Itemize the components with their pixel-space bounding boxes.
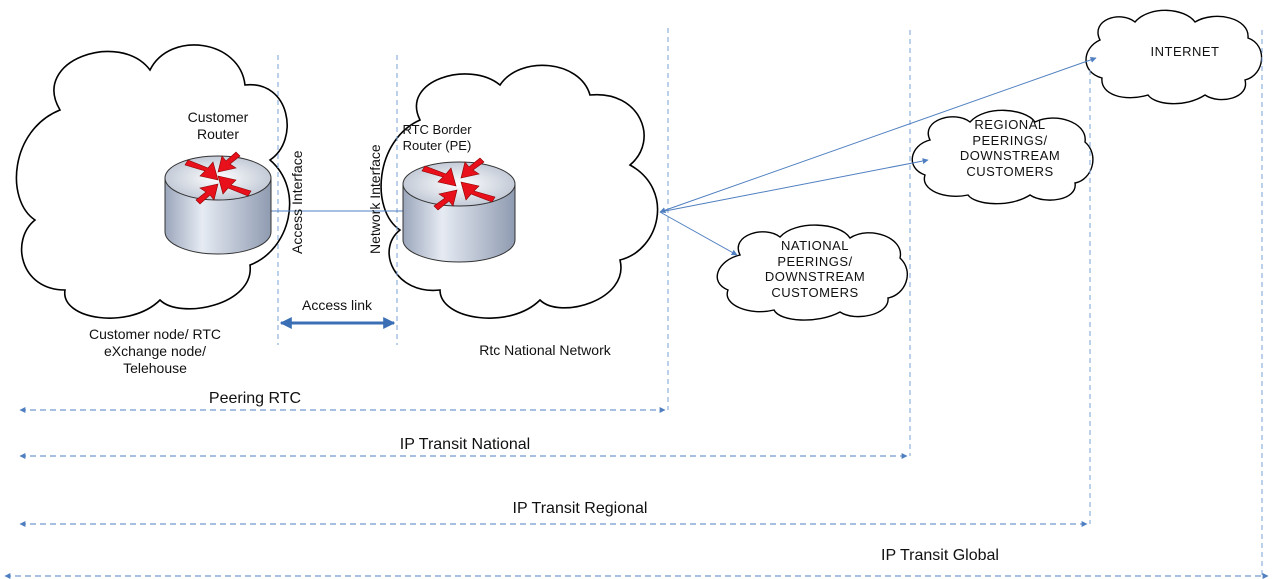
transit-national-label: IP Transit National xyxy=(399,436,531,453)
national-peerings-cloud xyxy=(716,224,908,321)
internet-cloud xyxy=(1085,9,1263,105)
access-link-label: Access link xyxy=(301,297,373,313)
customer-router-label: Customer Router xyxy=(187,109,249,142)
national-network-label: Rtc National Network xyxy=(479,342,611,358)
network-interface-label: Network Interface xyxy=(367,144,383,254)
access-interface-label: Access Interface xyxy=(289,150,305,255)
peering-rtc-label: Peering RTC xyxy=(208,390,302,407)
link-to-internet xyxy=(659,56,1097,214)
customer-node-label: Customer node/ RTC eXchange node/ Teleho… xyxy=(88,326,221,376)
link-to-regional xyxy=(659,158,929,213)
transit-global-label: IP Transit Global xyxy=(881,547,999,564)
span-lines xyxy=(4,407,1269,579)
regional-peerings-label: REGIONAL PEERINGS/ DOWNSTREAM CUSTOMERS xyxy=(959,117,1061,179)
link-to-national xyxy=(659,211,738,256)
national-peerings-label: NATIONAL PEERINGS/ DOWNSTREAM CUSTOMERS xyxy=(764,238,866,300)
transit-regional-label: IP Transit Regional xyxy=(512,500,648,517)
internet-label: INTERNET xyxy=(1150,44,1220,59)
border-router-icon xyxy=(402,157,516,263)
customer-router-icon xyxy=(164,151,272,255)
border-router-label: RTC Border Router (PE) xyxy=(402,122,472,153)
peer-links xyxy=(659,56,1097,256)
